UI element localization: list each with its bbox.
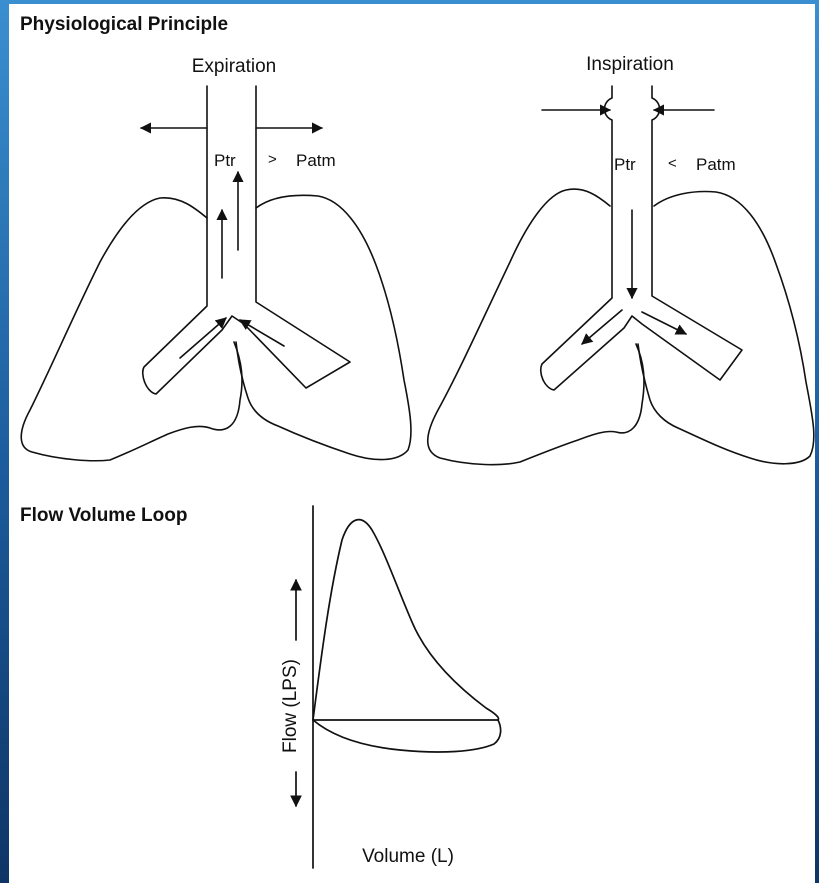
inspiratory-limb — [313, 720, 501, 752]
inspiration-patm-label: Patm — [696, 155, 736, 174]
expiration-ptr-label: Ptr — [214, 151, 236, 170]
inspiration-right-lung — [638, 192, 814, 464]
volume-axis-label: Volume (L) — [362, 846, 454, 867]
flow-axis-label: Flow (LPS) — [280, 659, 301, 753]
expiration-label: Expiration — [192, 56, 277, 77]
inspiration-ptr-label: Ptr — [614, 155, 636, 174]
inspiration-trachea — [541, 86, 742, 390]
expiration-trachea — [143, 86, 350, 394]
flow-volume-loop — [296, 506, 501, 868]
expiration-comparator: > — [268, 151, 277, 168]
expiration-left-lung — [21, 198, 242, 461]
expiration-patm-label: Patm — [296, 151, 336, 170]
expiratory-limb — [313, 520, 499, 720]
inspiration-illustration — [428, 86, 814, 465]
inspiration-label: Inspiration — [586, 54, 674, 75]
expiration-right-lung — [236, 195, 411, 459]
inspiration-comparator: < — [668, 155, 677, 172]
expiration-illustration — [21, 86, 411, 461]
